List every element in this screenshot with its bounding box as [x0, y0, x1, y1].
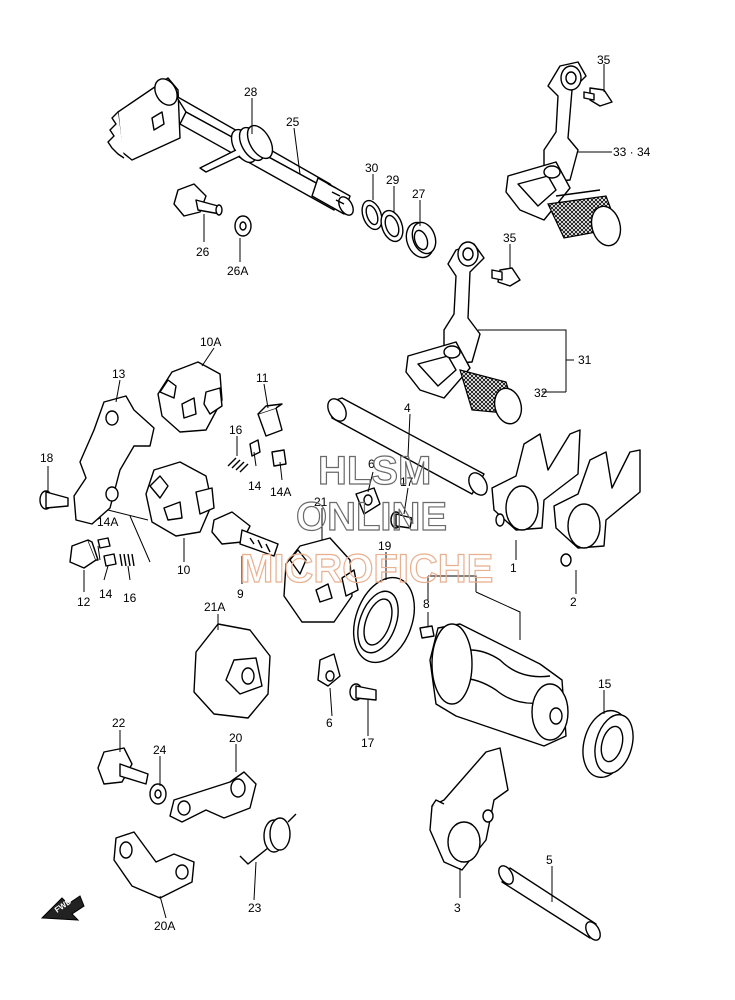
shift-drum-7	[429, 623, 569, 747]
callout-17-upper: 17	[400, 475, 414, 489]
watermark-line-3: MICROFICHE	[240, 547, 493, 591]
callout-15: 15	[598, 677, 612, 691]
callout-16-lower: 16	[123, 591, 137, 605]
circlip-30	[361, 199, 383, 231]
shift-fork-3	[429, 747, 509, 871]
callout-22: 22	[112, 716, 126, 730]
callout-27: 27	[412, 187, 426, 201]
watermark-line-2: ONLINE	[296, 495, 447, 539]
callout-6-upper: 6	[368, 457, 375, 471]
callout-21: 21	[314, 495, 328, 509]
callout-14a-upper: 14A	[270, 485, 291, 499]
callout-14-lower: 14	[99, 587, 113, 601]
bolt-9	[211, 511, 279, 557]
callout-2: 2	[570, 595, 577, 609]
gearshift-lever-lower	[405, 241, 523, 425]
bearing-19	[352, 576, 416, 664]
oil-seal-27	[405, 221, 437, 259]
callout-18: 18	[40, 451, 54, 465]
shift-shaft	[107, 77, 354, 216]
callout-labels: 35 33 · 34 35 31 32 28 25 30 29 27 26 26…	[40, 53, 651, 933]
leader-lines	[47, 64, 612, 919]
callout-26a: 26A	[227, 264, 248, 278]
bolt-35-lower	[491, 267, 521, 287]
callout-17-lower: 17	[361, 736, 375, 750]
callout-35-upper: 35	[597, 53, 611, 67]
screw-18	[39, 490, 69, 510]
shift-cam-stopper-bolt	[173, 183, 223, 217]
stopper-arm-20	[169, 771, 257, 823]
leader-group-bracket	[107, 509, 151, 563]
bearing-15	[582, 709, 634, 779]
pin-14-lower	[103, 553, 117, 567]
callout-23: 23	[248, 901, 262, 915]
pawl-11	[257, 403, 283, 437]
callout-12: 12	[77, 595, 91, 609]
callout-11: 11	[256, 371, 269, 385]
callout-32: 32	[534, 386, 548, 400]
fwd-arrow-icon: FWD	[40, 895, 85, 921]
callout-6-lower: 6	[326, 716, 333, 730]
pin-14-upper	[249, 439, 261, 457]
callout-8: 8	[423, 597, 430, 611]
pin-8	[419, 625, 435, 639]
callout-20a: 20A	[154, 919, 175, 933]
pin-14a-lower	[97, 537, 111, 549]
callout-21a: 21A	[204, 600, 225, 614]
callout-9: 9	[237, 587, 244, 601]
pawl-12	[69, 539, 99, 569]
washer-29	[380, 209, 404, 243]
shift-cam-plate-6	[355, 487, 381, 515]
plate-20a	[113, 831, 195, 899]
shift-fork-2	[553, 449, 641, 567]
callout-26: 26	[196, 245, 210, 259]
bolt-22	[97, 747, 149, 785]
callout-14-upper: 14	[248, 479, 262, 493]
screw-17-upper	[390, 511, 413, 529]
pin-14a-upper	[271, 449, 287, 467]
guide-13	[73, 395, 155, 525]
callout-28: 28	[244, 85, 258, 99]
callout-14a-lower: 14A	[97, 515, 118, 529]
ratchet-10	[145, 461, 215, 537]
pawl-lifter-10a	[157, 361, 223, 433]
callout-10: 10	[177, 563, 191, 577]
callout-20: 20	[229, 731, 243, 745]
watermark: HLSM ONLINE MICROFICHE	[239, 448, 494, 591]
callout-33-34: 33 · 34	[613, 145, 651, 159]
spring-16-upper	[227, 457, 249, 473]
callout-30: 30	[365, 161, 379, 175]
callout-13: 13	[112, 367, 126, 381]
shift-shaft-return-spring	[199, 124, 274, 173]
washer-26a	[234, 215, 252, 237]
callout-19: 19	[378, 539, 392, 553]
shift-fork-1	[491, 429, 581, 531]
callout-3: 3	[454, 901, 461, 915]
gearshift-lever-upper	[505, 61, 622, 247]
bolt-35-upper	[583, 87, 613, 107]
fork-shaft-4	[327, 397, 488, 496]
callout-24: 24	[153, 743, 167, 757]
spring-16-lower	[119, 553, 135, 567]
callout-16-upper: 16	[229, 423, 243, 437]
fork-shaft-5	[498, 865, 601, 941]
callout-35-lower: 35	[503, 231, 517, 245]
callout-29: 29	[386, 173, 400, 187]
screw-17-lower	[349, 683, 377, 701]
watermark-line-1: HLSM	[318, 449, 431, 493]
shift-cam-plate-6b	[317, 653, 341, 687]
washer-24	[149, 783, 167, 805]
callout-1: 1	[510, 561, 517, 575]
callout-10a: 10A	[200, 335, 221, 349]
callout-31: 31	[578, 353, 592, 367]
callout-5: 5	[546, 853, 553, 867]
shift-cam-21a	[193, 623, 271, 719]
spring-23	[239, 813, 297, 865]
callout-25: 25	[286, 115, 300, 129]
shift-cam-21	[283, 537, 359, 623]
callout-4: 4	[404, 401, 411, 415]
